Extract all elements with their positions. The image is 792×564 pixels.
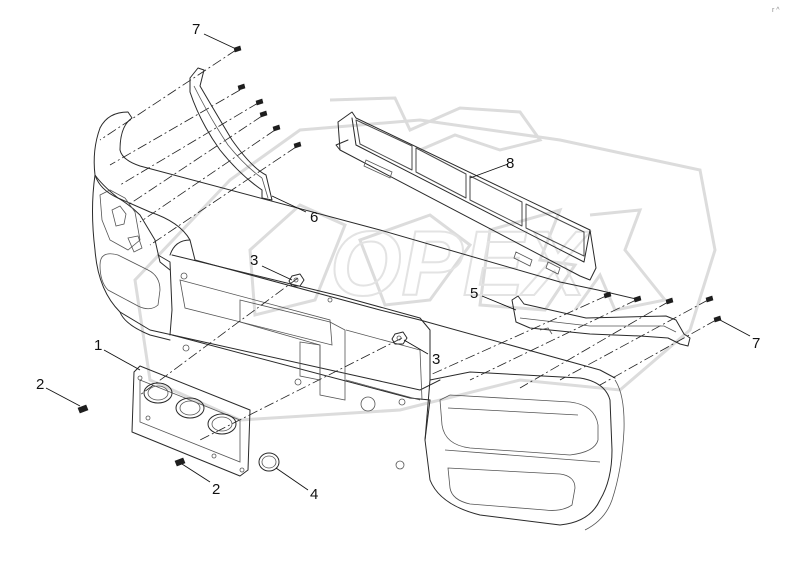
part-8-grille xyxy=(335,111,597,281)
bolts-upper-left xyxy=(233,45,302,149)
callout-4: 4 xyxy=(310,486,318,503)
watermark-logo: OPEX xyxy=(133,96,717,422)
part-2-screws xyxy=(77,404,186,467)
callout-8: 8 xyxy=(506,155,514,172)
callout-5: 5 xyxy=(470,285,478,302)
callout-2-left: 2 xyxy=(36,376,44,393)
leader-lines xyxy=(45,33,751,491)
callout-2-bottom: 2 xyxy=(212,481,220,498)
part-3-clip-nuts xyxy=(288,273,408,345)
assembly-lines xyxy=(99,49,717,441)
bolts-upper-right xyxy=(603,291,722,323)
corner-mark: r ^ xyxy=(772,7,780,14)
callout-3-lower: 3 xyxy=(432,351,440,368)
callout-6: 6 xyxy=(310,209,318,226)
part-4-grommet xyxy=(258,452,280,472)
callout-1: 1 xyxy=(94,337,102,354)
callout-7-right: 7 xyxy=(752,335,760,352)
part-6-left-bracket xyxy=(189,67,273,201)
part-5-right-bracket xyxy=(511,295,691,347)
bumper-body xyxy=(92,111,641,531)
callout-3-upper: 3 xyxy=(250,252,258,269)
callout-7-top: 7 xyxy=(192,21,200,38)
callout-labels: 7 6 8 3 5 7 3 1 2 2 4 xyxy=(36,21,760,503)
part-1-plate-bracket xyxy=(131,365,251,477)
